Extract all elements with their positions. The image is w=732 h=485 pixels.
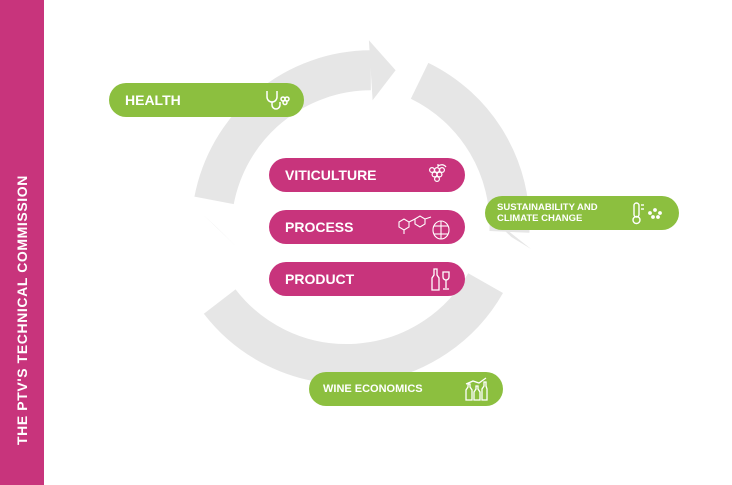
process-pill[interactable]: PROCESS bbox=[269, 210, 465, 244]
stethoscope-grape-icon bbox=[264, 89, 290, 111]
cycle-arc-bottom bbox=[203, 272, 503, 385]
sustainability-label-line1: SUSTAINABILITY AND bbox=[497, 202, 598, 213]
viticulture-pill[interactable]: VITICULTURE bbox=[269, 158, 465, 192]
thermometer-rain-icon bbox=[629, 201, 667, 225]
sustainability-label-line2: CLIMATE CHANGE bbox=[497, 213, 583, 224]
product-label: PRODUCT bbox=[285, 271, 355, 287]
cycle-arrowhead-top bbox=[368, 40, 396, 101]
sidebar-banner: THE PTV'S TECHNICAL COMMISSION bbox=[0, 0, 44, 485]
process-label: PROCESS bbox=[285, 219, 354, 235]
viticulture-label: VITICULTURE bbox=[285, 167, 377, 183]
sustainability-pill[interactable]: SUSTAINABILITY AND CLIMATE CHANGE bbox=[485, 196, 679, 230]
bottles-chart-icon bbox=[463, 376, 489, 402]
bottle-glass-icon bbox=[429, 266, 451, 292]
grape-cluster-icon bbox=[425, 162, 451, 188]
health-label: HEALTH bbox=[125, 92, 181, 108]
wine-economics-label: WINE ECONOMICS bbox=[323, 383, 423, 395]
wine-economics-pill[interactable]: WINE ECONOMICS bbox=[309, 372, 503, 406]
health-pill[interactable]: HEALTH bbox=[109, 83, 304, 117]
cycle-arrowhead-left bbox=[202, 213, 238, 248]
product-pill[interactable]: PRODUCT bbox=[269, 262, 465, 296]
molecule-barrel-icon bbox=[395, 212, 453, 242]
